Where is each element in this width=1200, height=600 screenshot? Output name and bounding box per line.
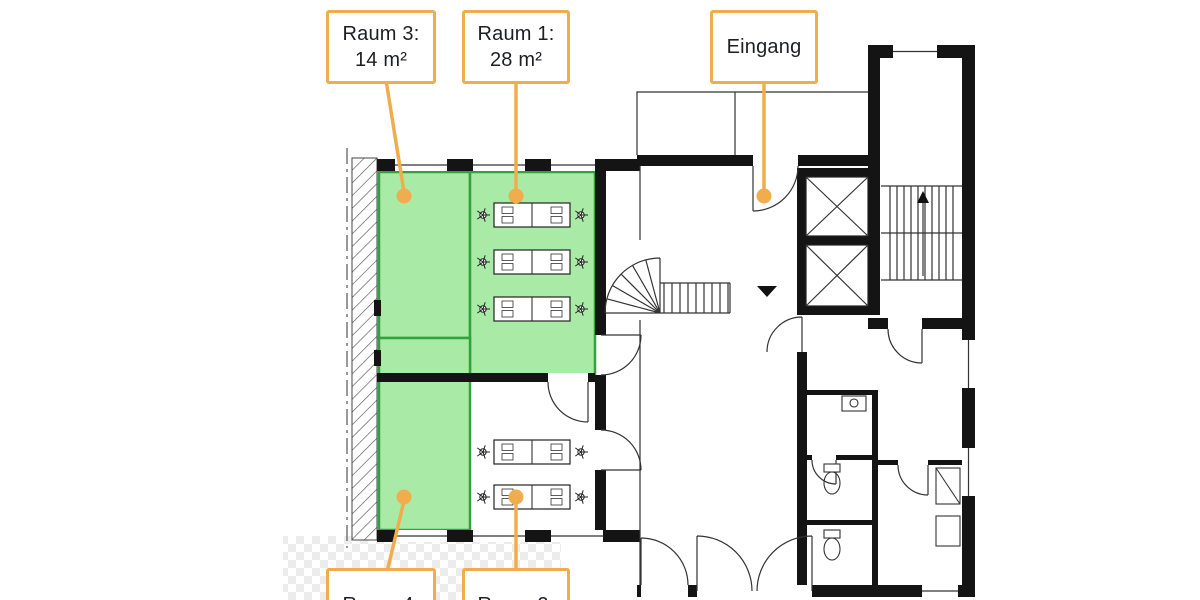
facade-hatch-strip [351, 157, 378, 541]
callout-raum3-name: Raum 3: [342, 23, 420, 45]
wc-fixtures [823, 395, 961, 561]
walls [374, 45, 975, 597]
dot-raum1 [508, 188, 524, 204]
dot-raum4 [396, 489, 412, 505]
stairs-right [881, 185, 962, 281]
desks-raum2 [477, 440, 588, 509]
room-raum3-highlight[interactable] [377, 170, 472, 340]
direction-arrow [757, 286, 777, 297]
door-swings [547, 165, 929, 592]
dot-raum2 [508, 489, 524, 505]
entrance-door-arc [752, 165, 799, 212]
callout-raum2-name: Raum 2: [478, 592, 555, 600]
callout-raum3[interactable]: Raum 3: 14 m² [326, 10, 436, 84]
room-raum4-highlight[interactable] [377, 376, 472, 532]
callout-raum1[interactable]: Raum 1: 28 m² [462, 10, 570, 84]
callout-raum4-name: Raum 4: [343, 592, 420, 600]
elevator-shaft-1 [805, 176, 869, 237]
callout-raum1-name: Raum 1: [477, 23, 555, 45]
callout-eingang[interactable]: Eingang [710, 10, 818, 84]
callout-raum4[interactable]: Raum 4: [326, 568, 436, 600]
callout-raum1-area: 28 m² [489, 49, 543, 71]
callout-raum2[interactable]: Raum 2: [462, 568, 570, 600]
callout-raum3-area: 14 m² [354, 49, 408, 71]
stem-raum3 [384, 78, 406, 194]
callout-connectors [384, 78, 772, 574]
stem-raum4 [385, 499, 406, 574]
partition-lines [636, 91, 868, 585]
elevator-shaft-2 [805, 244, 869, 307]
dot-raum3 [396, 188, 412, 204]
stairs-main [604, 257, 731, 314]
dot-eingang [756, 188, 772, 204]
callout-eingang-label: Eingang [726, 36, 802, 58]
